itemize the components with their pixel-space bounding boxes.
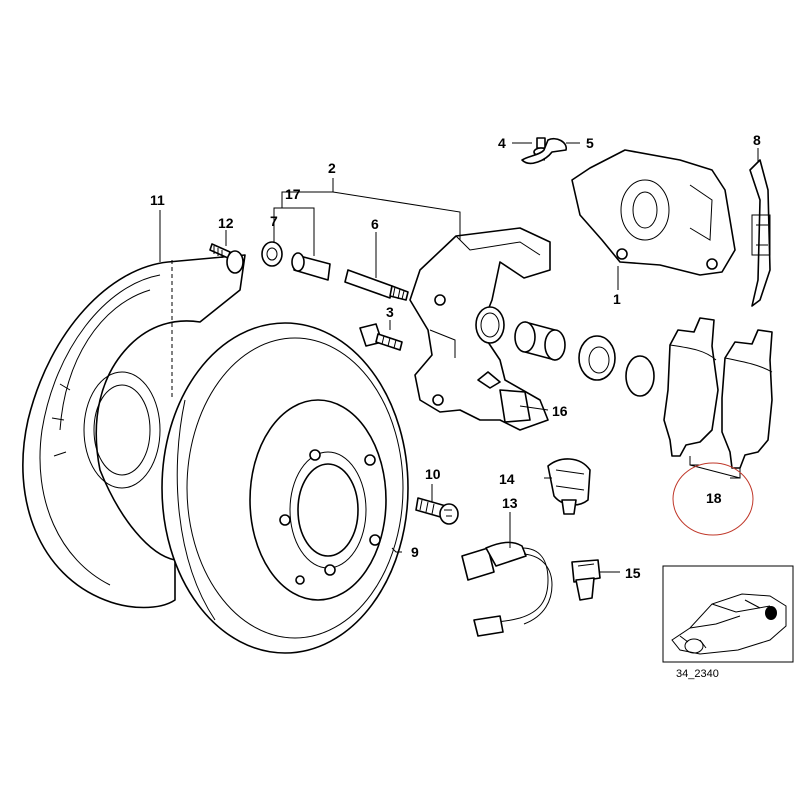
leader-lines [159,142,759,573]
piston [514,321,566,361]
guide-bolt-6 [344,269,409,301]
clip-14 [547,458,591,515]
callout-labels: 11 12 7 17 2 6 3 4 5 8 1 16 10 14 13 9 1… [150,132,761,581]
brake-pad-inner [663,317,719,457]
callout-11: 11 [150,192,165,208]
brake-disc [161,322,409,654]
wheel-position-marker [765,606,777,620]
callout-15: 15 [625,565,641,581]
callout-5: 5 [586,135,594,151]
callout-4: 4 [498,135,506,151]
bolt-10 [415,497,459,525]
car-outline [671,593,787,655]
callout-13: 13 [502,495,518,511]
callout-9: 9 [411,544,419,560]
callout-6: 6 [371,216,379,232]
inset-reference: 34_2340 [676,668,719,680]
wear-sensor [461,541,553,637]
holder-15 [571,559,601,601]
callout-8: 8 [753,132,761,148]
dust-cap-5 [521,137,567,165]
spring-clip [749,159,771,307]
caliper-housing [571,149,736,276]
brake-pad-outer [721,329,773,469]
callout-16: 16 [552,403,568,419]
callout-12: 12 [218,215,234,231]
callout-7: 7 [270,213,278,229]
callout-10: 10 [425,466,441,482]
snap-ring [625,355,655,397]
callout-3: 3 [386,304,394,320]
seal-ring [475,306,505,344]
callout-2: 2 [328,160,336,176]
dust-shield [22,254,246,609]
bolt-3 [359,323,403,351]
callout-1: 1 [613,291,621,307]
vehicle-location-inset: 34_2340 [662,565,794,680]
callout-14: 14 [499,471,515,487]
dust-boot [578,335,616,381]
callout-18: 18 [706,490,722,506]
highlight-circle [672,462,754,536]
sleeve-17 [291,252,331,281]
bushing-7 [261,241,283,267]
bolt-12 [209,243,244,274]
callout-17: 17 [285,186,301,202]
